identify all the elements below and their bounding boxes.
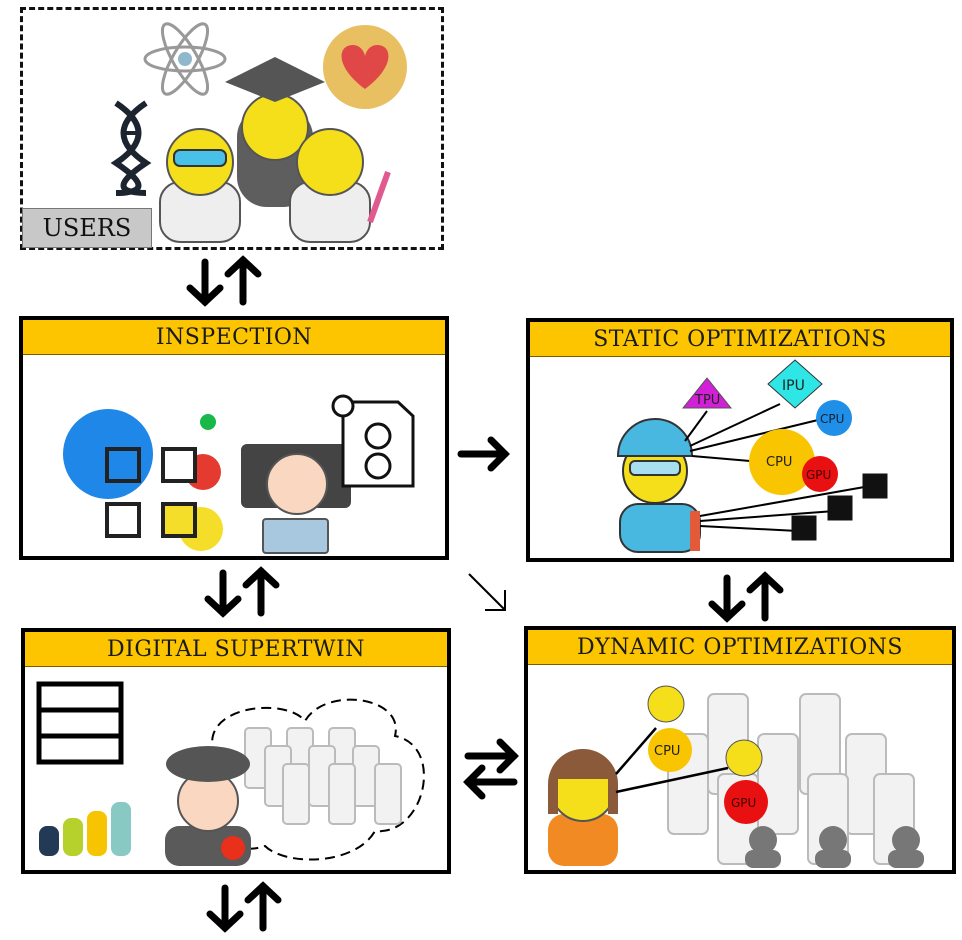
server-cluster-icon [667,693,915,865]
pilot-icon [165,746,251,866]
static-illustration: TPU IPU CPU CPU GPU [616,359,888,553]
atom-icon [143,22,227,96]
static-title: STATIC OPTIMIZATIONS [530,322,950,357]
blockchain-cubes-icon [63,409,223,551]
users-label: USERS [22,208,152,248]
tpu-shape [681,377,733,409]
dna-icon [110,100,152,196]
cpu-blue-shape [816,400,852,436]
developer-laptop-icon [241,444,351,554]
graduate-icon [225,57,325,207]
inspection-title: INSPECTION [23,320,445,355]
vertical-arrows-left [204,566,280,618]
checklist-report-icon [331,394,415,488]
bar-cylinders-icon [39,802,131,856]
ipu-shape [767,359,823,409]
scientist-goggles-icon [159,128,241,243]
users-group [20,7,444,250]
cpu-yellow-label: CPU [766,455,792,470]
cube-icon [791,473,888,541]
arrow-up-icon [244,881,282,932]
heart-icon [323,25,407,109]
cpu-blue-label: CPU [820,412,844,426]
arrow-up-icon [242,566,280,617]
cpu-label: CPU [654,744,680,759]
dynamic-illustration: CPU GPU [548,685,924,868]
arrow-up-icon [746,571,784,622]
gpu-label: GPU [731,796,756,810]
inspection-illustration [63,394,415,554]
diagonal-arrow-icon [468,573,506,611]
twin-title: DIGITAL SUPERTWIN [25,632,447,667]
vertical-arrows-right [708,571,784,623]
server-rack-icon [36,681,124,765]
dynamic-title: DYNAMIC OPTIMIZATIONS [528,630,952,665]
tpu-label: TPU [694,393,720,408]
gpu-shape [802,456,838,492]
bottom-arrows [206,881,282,933]
server-cloud-icon [211,698,425,861]
gpu-label: GPU [806,468,831,482]
cpu-shape [648,728,692,772]
mechanic-icon [548,749,618,866]
bidirectional-arrows-icon [463,738,519,800]
arrow-up-icon [224,255,262,306]
static-panel: STATIC OPTIMIZATIONS TPU IPU CPU CPU GPU [526,318,954,562]
arrow-down-icon [204,569,242,618]
cpu-yellow-shape [749,429,815,495]
twin-illustration [36,681,425,866]
users-inspection-arrows [186,255,262,307]
users-illustration [110,22,407,243]
dynamic-panel: DYNAMIC OPTIMIZATIONS CPU GPU [524,626,956,874]
arrow-down-icon [186,258,224,307]
engineer-welder-icon [616,418,701,553]
inspection-panel: INSPECTION [19,316,449,560]
ipu-label: IPU [782,378,805,394]
arrow-down-icon [206,884,244,933]
inspection-static-arrow [457,436,510,472]
hacker-icon [745,826,924,868]
arrow-down-icon [708,574,746,623]
scientist-syringe-icon [289,128,391,243]
arrow-right-icon [457,436,510,472]
gpu-shape [724,780,768,824]
twin-panel: DIGITAL SUPERTWIN [21,628,451,874]
